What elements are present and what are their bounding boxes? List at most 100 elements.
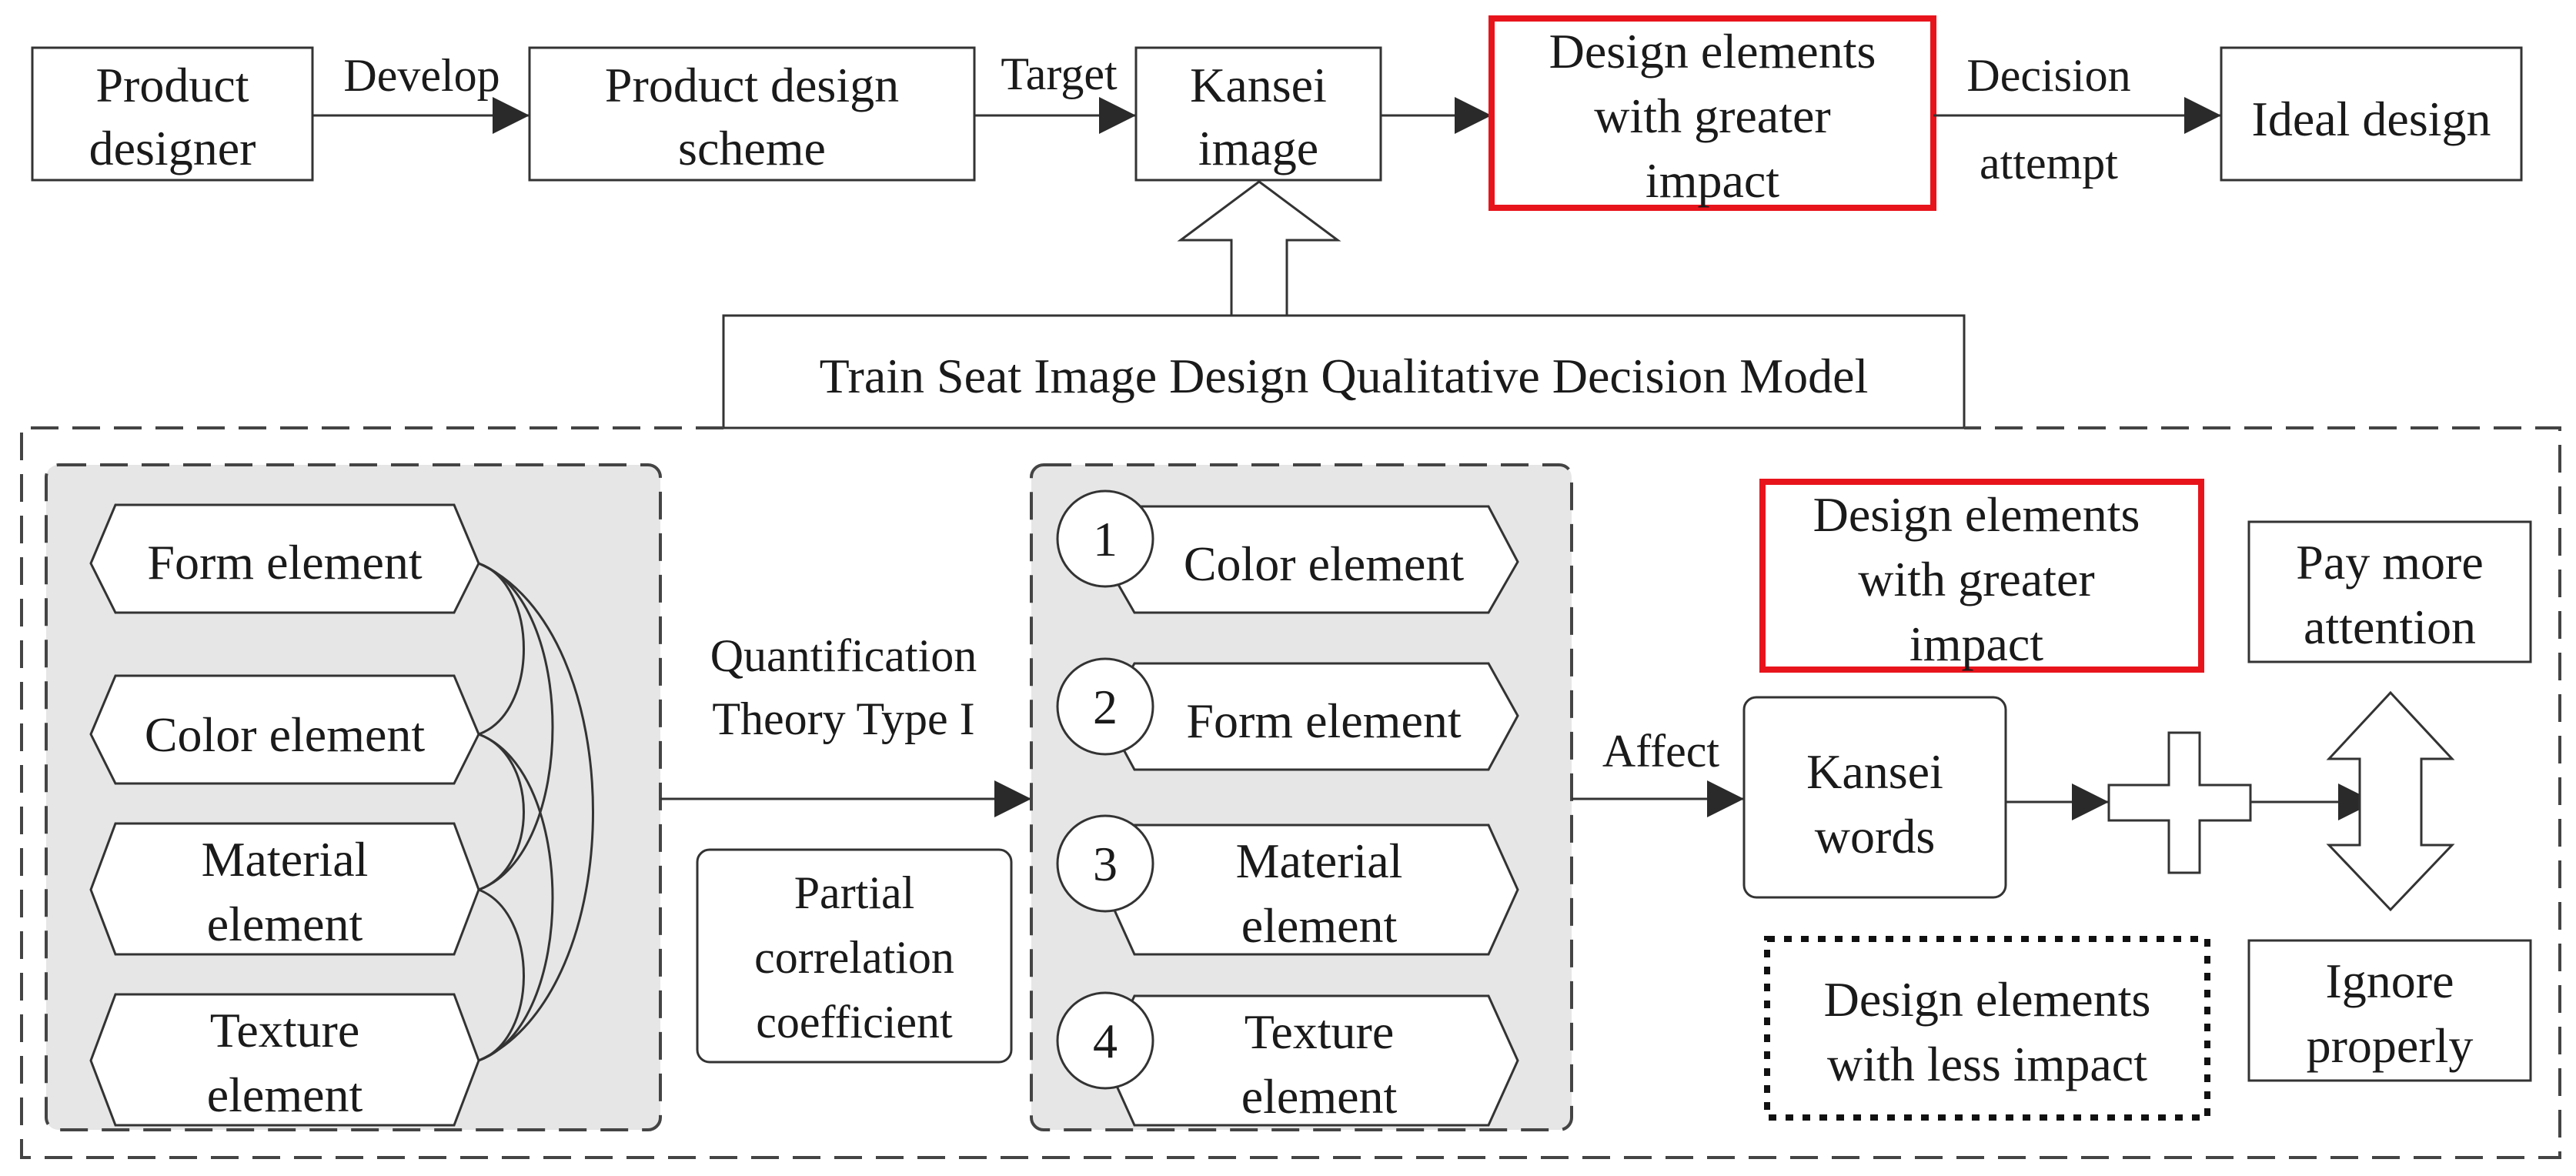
partial-correlation-box [696,848,1013,1064]
kansei-image-label: Kansei image [1190,58,1327,175]
kansei-words-line-2: words [1815,809,1935,864]
ranked-item-3: 3 Material element [1056,814,1519,956]
product-design-scheme-line-1: Product design [605,58,899,112]
left-material-line-1: Material [202,832,369,887]
quantification-line-1: Quantification [710,630,977,681]
element-interaction-arcs [478,562,594,1062]
arc-material-texture [478,888,525,1062]
arc-form-material [478,562,554,891]
vertical-double-arrow [2326,690,2455,912]
product-design-scheme-label: Product design scheme [605,58,899,175]
left-texture-line-1: Texture [210,1003,360,1057]
ignore-properly-line-2: properly [2307,1018,2474,1073]
design-elements-greater-lower-line-1: Design elements [1813,487,2140,542]
model-title: Train Seat Image Design Qualitative Deci… [820,349,1869,403]
kansei-words-label: Kansei words [1806,744,1943,864]
design-elements-less-line-1: Design elements [1824,972,2151,1027]
quantification-line-2: Theory Type I [712,693,974,744]
hex-color-element: Color element [89,674,480,785]
quantification-label: Quantification Theory Type I [710,630,977,744]
design-elements-less-label: Design elements with less impact [1824,972,2151,1091]
partial-correlation-line-2: correlation [754,932,954,983]
left-texture-line-2: element [207,1067,363,1122]
develop-label: Develop [343,50,499,101]
product-designer-label: Product designer [89,58,256,175]
ranked-item-4-line-2: element [1241,1069,1398,1124]
ranked-item-3-line-1: Material [1236,834,1403,888]
hex-material-element: Material element [89,822,480,956]
target-label: Target [1001,48,1118,99]
left-color-line-1: Color element [145,707,426,762]
ranked-item-3-line-2: element [1241,898,1398,953]
design-elements-greater-top-label: Design elements with greater impact [1549,24,1876,208]
kansei-image-box [1134,46,1382,182]
pay-more-attention-line-2: attention [2304,600,2476,654]
design-elements-less-line-2: with less impact [1827,1037,2147,1091]
pay-more-attention-box [2247,520,2532,663]
product-designer-box [31,46,314,182]
ranked-item-1: 1 Color element [1056,489,1519,614]
design-elements-greater-lower-line-2: with greater [1858,552,2094,606]
hex-form-shape [89,503,480,614]
rank-4-circle [1056,991,1154,1090]
arc-color-texture [478,733,554,1062]
ranked-item-4-line-1: Texture [1245,1004,1395,1059]
design-elements-greater-top-line-3: impact [1645,153,1779,208]
ranked-item-2-line-1: Form element [1186,693,1461,748]
design-elements-greater-top-box [1488,15,1936,211]
left-form-line-1: Form element [147,535,422,590]
ranked-item-4: 4 Texture element [1056,991,1519,1127]
ignore-properly-box [2247,939,2532,1082]
product-design-scheme-box [528,46,976,182]
design-elements-greater-top-line-1: Design elements [1549,24,1876,79]
design-elements-greater-lower-label: Design elements with greater impact [1813,487,2140,671]
design-elements-greater-lower-line-3: impact [1909,616,2043,671]
ranked-item-1-line-1: Color element [1184,536,1465,591]
hex-color-shape [89,674,480,785]
ranked-element-panel [1030,463,1573,1131]
rank-4-number: 4 [1093,1014,1118,1068]
product-designer-line-1: Product [95,58,249,112]
design-elements-less-box [1764,936,2210,1121]
ignore-properly-line-1: Ignore [2325,954,2454,1008]
arc-form-color [478,562,525,736]
product-designer-line-2: designer [89,121,256,175]
partial-correlation-line-3: coefficient [756,997,953,1047]
model-title-box [722,314,1966,429]
hex-material-shape [89,822,480,956]
hex-form-element: Form element [89,503,480,614]
left-element-panel [45,463,662,1131]
partial-correlation-label: Partial correlation coefficient [754,867,954,1047]
design-elements-greater-lower-box [1759,479,2204,673]
rank-2-circle [1056,657,1154,756]
kansei-words-line-1: Kansei [1806,744,1943,799]
affect-label: Affect [1602,726,1719,777]
ideal-design-label: Ideal design [2252,92,2491,146]
rank-1-circle [1056,489,1154,588]
decision-label: Decision [1966,50,2130,101]
rank-3-circle [1056,814,1154,913]
hex-texture-element: Texture element [89,993,480,1127]
rank-3-number: 3 [1093,837,1118,891]
hex-texture-shape [89,993,480,1127]
product-design-scheme-line-2: scheme [678,121,826,175]
rank-1-number: 1 [1093,512,1118,566]
model-up-arrow [1177,180,1341,317]
ideal-design-box [2220,46,2523,182]
rank-2-number: 2 [1093,680,1118,734]
arc-form-texture [478,562,594,1062]
left-material-line-2: element [207,897,363,951]
plus-shape [2107,731,2252,874]
partial-correlation-line-1: Partial [794,867,915,918]
model-frame [20,426,2561,1159]
ignore-properly-label: Ignore properly [2307,954,2474,1073]
pay-more-attention-line-1: Pay more [2296,535,2484,590]
kansei-image-line-2: image [1198,121,1318,175]
kansei-words-box [1742,696,2007,899]
kansei-image-line-1: Kansei [1190,58,1327,112]
pay-more-attention-label: Pay more attention [2296,535,2484,654]
ranked-item-2: 2 Form element [1056,657,1519,771]
design-elements-greater-top-line-2: with greater [1594,89,1830,143]
attempt-label: attempt [1980,138,2118,189]
